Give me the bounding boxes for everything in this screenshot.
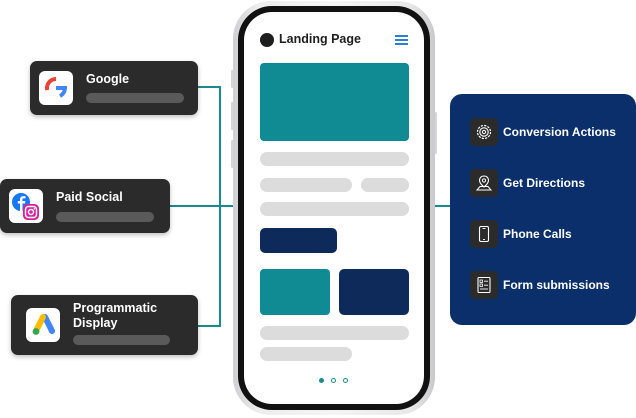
cta-button-placeholder[interactable]: [260, 228, 337, 253]
conversion-label: Conversion Actions: [503, 125, 616, 139]
google-icon: [39, 71, 73, 105]
phone-screen: Landing Page: [244, 12, 424, 404]
hamburger-menu-icon[interactable]: [395, 34, 409, 46]
conversions-panel: Conversion Actions Get Directions Phone …: [450, 94, 636, 325]
phone-side-button: [231, 70, 234, 88]
source-title: Google: [86, 72, 130, 86]
carousel-dot[interactable]: [331, 378, 336, 383]
connector-programmatic-horizontal: [198, 325, 220, 327]
source-card-programmatic-display: Programmatic Display: [11, 295, 198, 355]
conversion-label: Form submissions: [503, 278, 610, 292]
map-pin-icon: [470, 169, 498, 197]
source-title: Programmatic Display: [73, 301, 158, 330]
conversion-label: Get Directions: [503, 176, 586, 190]
text-line-placeholder: [260, 202, 409, 216]
source-card-google: Google: [30, 61, 198, 115]
text-line-placeholder: [260, 326, 409, 340]
source-title: Paid Social: [56, 190, 123, 204]
phone-side-button: [434, 112, 437, 154]
connector-paid-social-horizontal: [170, 205, 234, 207]
phone-logo-dot: [260, 33, 274, 47]
phone-side-button: [231, 102, 234, 130]
connector-panel-horizontal: [435, 205, 451, 207]
text-line-placeholder: [260, 347, 352, 361]
phone-icon: [470, 220, 498, 248]
source-placeholder-bar: [73, 335, 170, 345]
card-placeholder: [260, 269, 330, 315]
text-line-placeholder: [361, 178, 409, 192]
source-placeholder-bar: [86, 93, 184, 103]
carousel-dot-active[interactable]: [319, 378, 324, 383]
card-placeholder: [339, 269, 409, 315]
page-title: Landing Page: [279, 32, 361, 46]
form-icon: [470, 271, 498, 299]
gear-icon: [470, 118, 498, 146]
connector-google-horizontal: [198, 86, 220, 88]
source-card-paid-social: Paid Social: [0, 179, 170, 233]
hero-image-placeholder: [260, 63, 409, 141]
google-ads-icon: [26, 308, 60, 342]
phone-side-button: [231, 140, 234, 168]
facebook-instagram-icon: [9, 189, 43, 223]
conversion-label: Phone Calls: [503, 227, 572, 241]
carousel-dot[interactable]: [343, 378, 348, 383]
source-placeholder-bar: [56, 212, 154, 222]
text-line-placeholder: [260, 152, 409, 166]
text-line-placeholder: [260, 178, 352, 192]
